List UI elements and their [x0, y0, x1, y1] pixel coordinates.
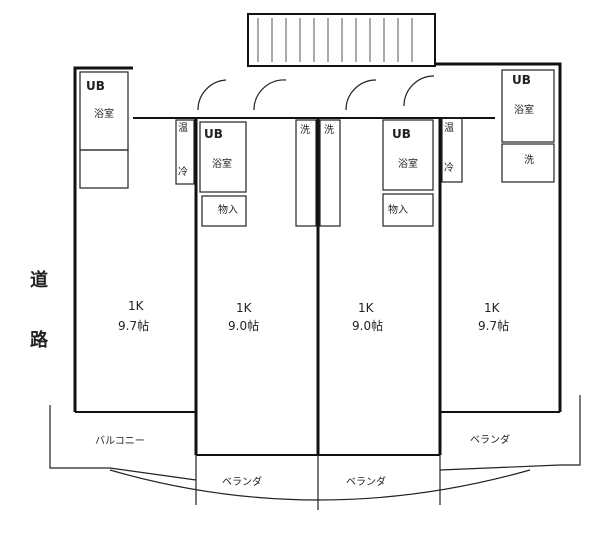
unit-4-balcony: ベランダ	[470, 435, 510, 446]
unit-3-size: 9.0帖	[352, 319, 384, 333]
heater-label-1: 温	[178, 123, 188, 134]
unit-1-bath: UB	[86, 79, 105, 93]
unit-2-balcony: ベランダ	[222, 477, 262, 488]
door-arc-4	[403, 75, 435, 107]
fixture-col-4	[441, 117, 463, 183]
unit-2-bath: UB	[204, 127, 223, 141]
unit-3-bath-text: 浴室	[398, 159, 418, 170]
kitchen-1	[79, 149, 129, 189]
door-arc-1	[197, 79, 227, 111]
unit-1-size: 9.7帖	[118, 319, 150, 333]
road-label-2: 路	[30, 330, 48, 351]
unit-3-type: 1K	[358, 301, 374, 315]
unit-4-type: 1K	[484, 301, 500, 315]
fridge-label-4: 冷	[444, 163, 454, 174]
bath-box-3	[382, 119, 434, 191]
unit-2-bath-text: 浴室	[212, 159, 232, 170]
fridge-label-1: 冷	[178, 167, 188, 178]
bath-box-2	[199, 121, 247, 193]
road-label-1: 道	[30, 270, 48, 291]
unit-1-balcony: バルコニー	[95, 436, 145, 447]
unit-4-size: 9.7帖	[478, 319, 510, 333]
bath-box-4	[501, 69, 555, 143]
unit-4-bath-text: 浴室	[514, 105, 534, 116]
unit-3-storage: 物入	[388, 205, 408, 216]
cooker-label-3: 洗	[324, 125, 334, 136]
storage-3	[382, 193, 434, 227]
unit-3-bath: UB	[392, 127, 411, 141]
fixture-col-2	[295, 119, 317, 227]
outer-wall-right	[436, 62, 562, 412]
unit-2-type: 1K	[236, 301, 252, 315]
balcony-rail-4	[439, 395, 581, 471]
unit-3-balcony: ベランダ	[346, 477, 386, 488]
door-arc-2	[253, 79, 287, 111]
heater-label-4: 温	[444, 123, 454, 134]
fixture-col-3	[319, 119, 341, 227]
unit-2-size: 9.0帖	[228, 319, 260, 333]
unit-4-washer: 洗	[524, 155, 534, 166]
balcony-rail-1	[49, 405, 197, 481]
storage-2	[201, 195, 247, 227]
fixture-col-1	[175, 119, 195, 185]
door-arc-3	[345, 79, 377, 111]
cooker-label-2: 洗	[300, 125, 310, 136]
outer-wall-left	[73, 66, 133, 412]
unit-2-storage: 物入	[218, 205, 238, 216]
staircase	[247, 13, 436, 67]
unit-1-type: 1K	[128, 299, 144, 313]
unit-4-bath: UB	[512, 73, 531, 87]
kitchen-4	[501, 143, 555, 183]
unit-1-bath-text: 浴室	[94, 109, 114, 120]
balcony-rail-curve	[109, 469, 531, 501]
